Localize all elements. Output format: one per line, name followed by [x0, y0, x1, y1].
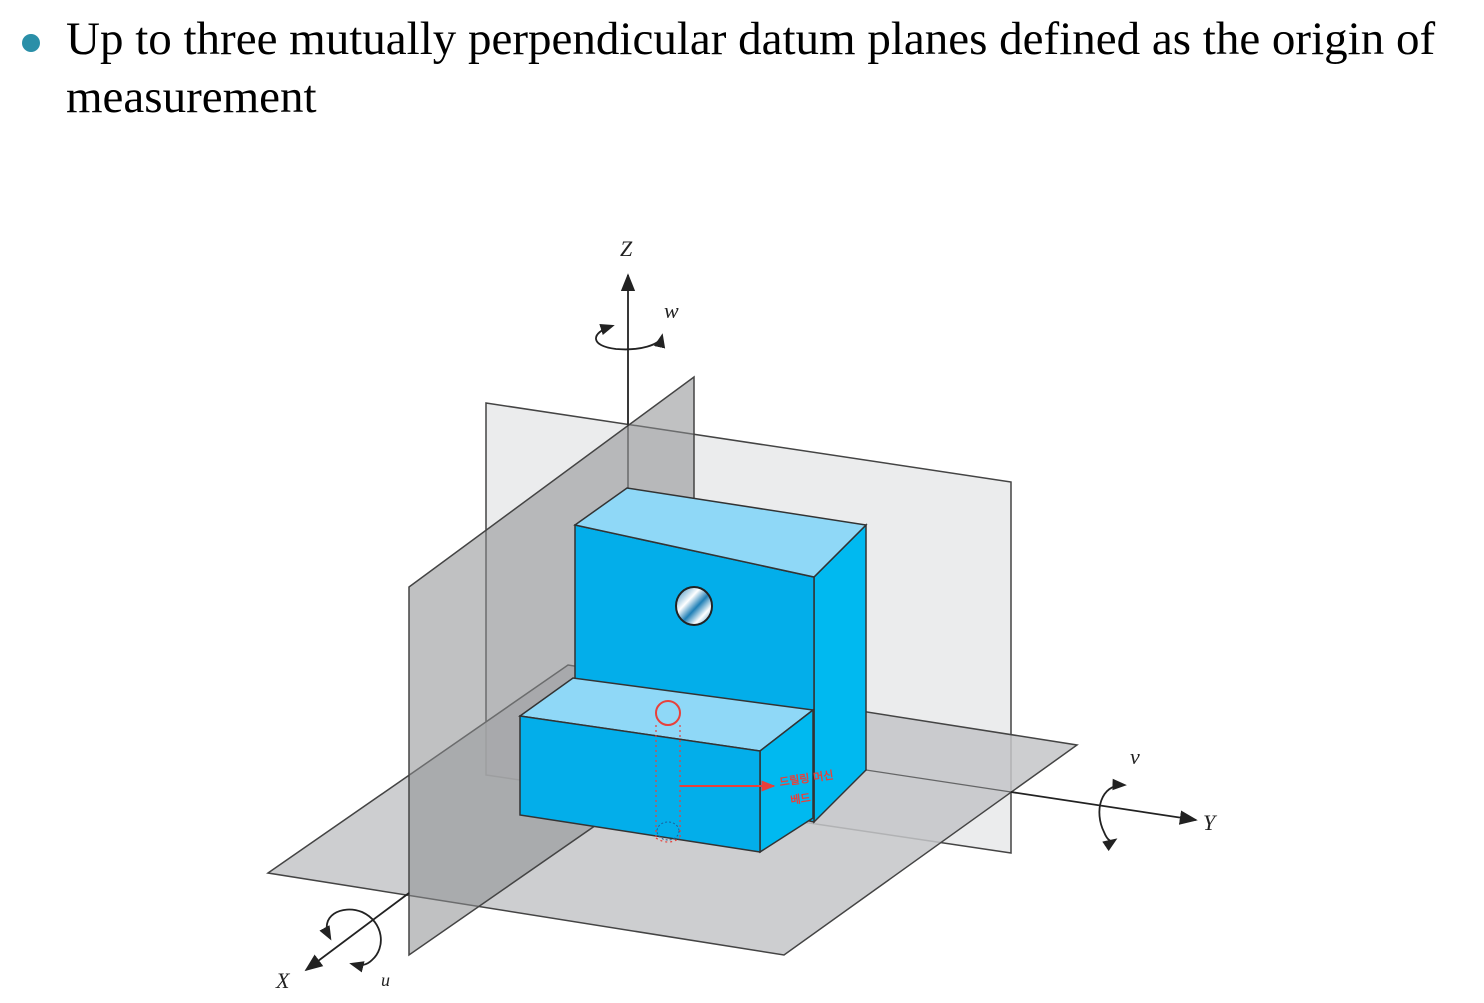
workpiece-block [518, 487, 868, 854]
z-axis-label: Z [620, 236, 633, 261]
y-axis-label: Y [1203, 810, 1218, 835]
bullet-text: Up to three mutually perpendicular datum… [66, 13, 1436, 123]
u-rotation-label: u [381, 970, 390, 990]
y-axis: Y v [865, 744, 1218, 852]
annotation-line2: 베드 [789, 790, 811, 807]
bullet-point: Up to three mutually perpendicular datum… [22, 10, 1462, 126]
v-rotation-arrow-icon [1098, 778, 1127, 852]
x-axis: X u [275, 892, 410, 993]
bullet-dot-icon [22, 34, 40, 52]
w-rotation-arrow-icon [595, 324, 666, 351]
w-rotation-label: w [664, 298, 679, 323]
v-rotation-label: v [1130, 744, 1140, 769]
z-axis: Z w [595, 236, 679, 488]
hole-icon [675, 586, 713, 626]
u-rotation-arrow-icon [319, 908, 382, 973]
x-axis-label: X [275, 968, 291, 993]
